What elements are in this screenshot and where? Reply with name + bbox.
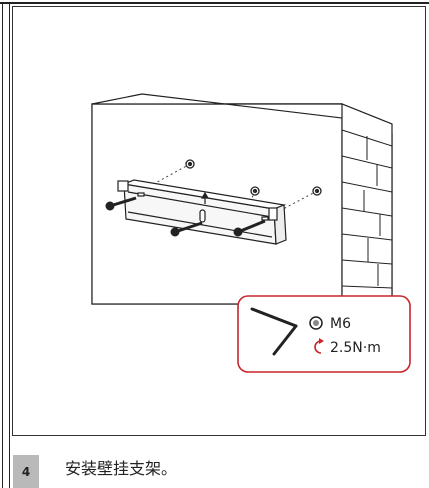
spec-callout-border [237,295,411,373]
hex-key-icon [250,307,298,356]
screw-middle-left [170,221,203,237]
top-rule [0,2,429,4]
torque-rotate-icon [314,338,324,354]
screw-middle-right [233,219,266,237]
wall-anchor-holes [185,159,322,196]
wall-bracket-illustration: M6 2.5N·m [91,93,411,373]
wall-brick-lines [341,129,393,289]
screw-size-label: M6 [330,316,351,332]
torque-value-label: 2.5N·m [330,340,381,356]
spec-callout: M6 2.5N·m [237,295,411,373]
screw-left [105,196,137,211]
screw-head-icon [309,316,323,330]
step-caption: 安装壁挂支架。 [65,459,178,478]
left-rail [2,4,10,488]
step-number-badge: 4 [13,455,39,488]
